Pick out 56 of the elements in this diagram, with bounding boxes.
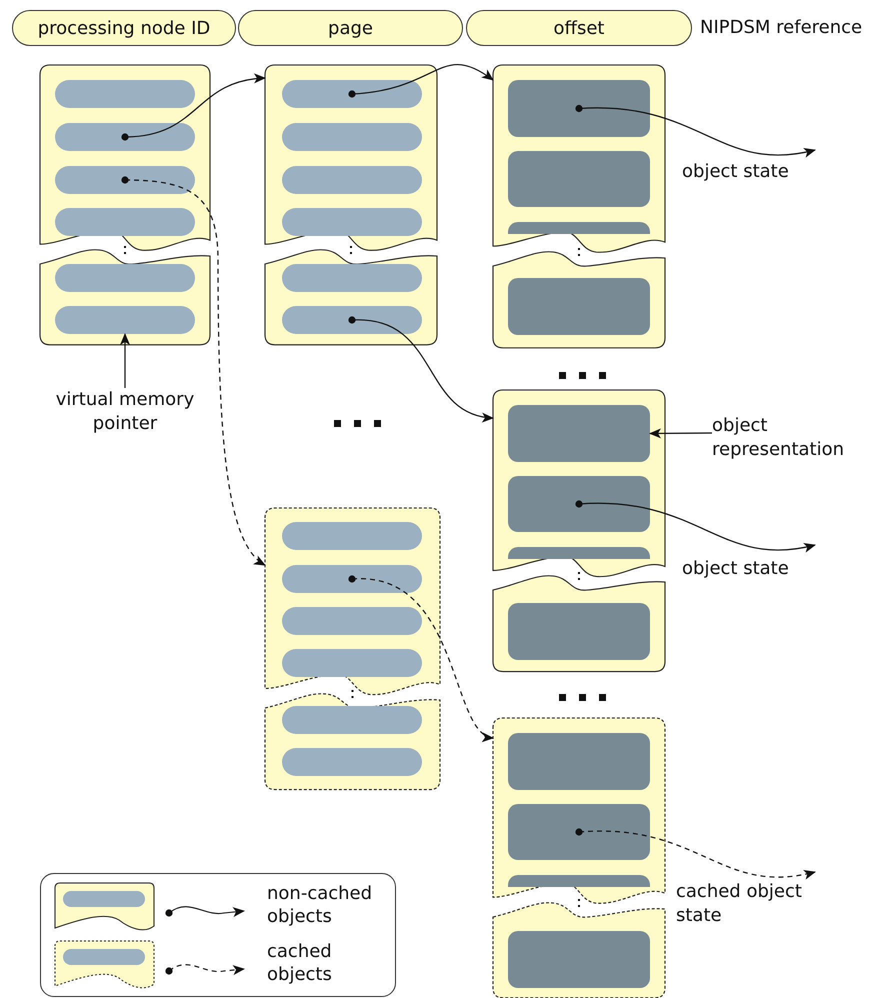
slot-bar — [508, 476, 650, 532]
slot-bar — [282, 80, 422, 108]
slot-bar — [508, 804, 650, 860]
slot-bar — [282, 123, 422, 151]
header-field: page — [238, 10, 463, 46]
slot-bar — [508, 930, 650, 988]
slot-bar — [282, 565, 422, 593]
memory-page-lower-part — [40, 246, 210, 345]
slot-bar — [508, 602, 650, 660]
slot-bar — [508, 151, 650, 207]
slot-bar — [55, 306, 195, 334]
field-label: NIPDSM reference — [700, 16, 864, 40]
leader-arrow — [649, 428, 712, 438]
leader-arrow — [120, 333, 130, 388]
slot-bar — [282, 607, 422, 635]
slot-bar — [55, 208, 195, 236]
annotation-text: object representation — [712, 414, 877, 464]
slot-bar — [55, 264, 195, 292]
pointer-arrow — [348, 575, 494, 739]
memory-page-lower-part — [265, 690, 440, 790]
memory-page-lower-part — [493, 248, 665, 348]
annotation-text: virtual memory pointer — [40, 388, 210, 438]
memory-page-lower-part — [265, 246, 437, 345]
pointer-arrow — [121, 176, 266, 566]
slot-bar — [508, 733, 650, 790]
slot-bar — [282, 306, 422, 334]
header-field: offset — [466, 10, 692, 46]
slot-bar — [508, 278, 650, 335]
slot-bar — [282, 264, 422, 292]
slot-bar — [282, 522, 422, 550]
pointer-arrow — [575, 828, 816, 879]
memory-page-lower-part — [493, 899, 665, 998]
edge-label: object state — [682, 557, 789, 581]
slot-bar — [282, 166, 422, 194]
slot-bar — [55, 123, 195, 151]
edge-label: object state — [682, 160, 789, 184]
memory-page-lower-part — [493, 572, 665, 672]
slot-bar — [55, 80, 195, 108]
slot-bar — [282, 706, 422, 734]
legend-text: cached objects — [267, 940, 333, 986]
pointer-arrow — [575, 500, 816, 552]
slot-bar — [282, 208, 422, 236]
slot-bar — [282, 649, 422, 677]
slot-bar — [508, 405, 650, 462]
slot-bar — [508, 80, 650, 137]
pointer-arrow — [348, 316, 494, 422]
pointer-arrow — [575, 104, 816, 157]
pointer-arrow — [348, 64, 494, 98]
header-field: processing node ID — [12, 10, 236, 46]
slot-bar — [282, 748, 422, 776]
pointer-arrow — [121, 74, 266, 141]
slot-bar — [508, 875, 650, 887]
slot-bar — [508, 547, 650, 559]
legend-text: non-cached objects — [267, 882, 374, 928]
slot-bar — [55, 166, 195, 194]
slot-bar — [508, 222, 650, 234]
